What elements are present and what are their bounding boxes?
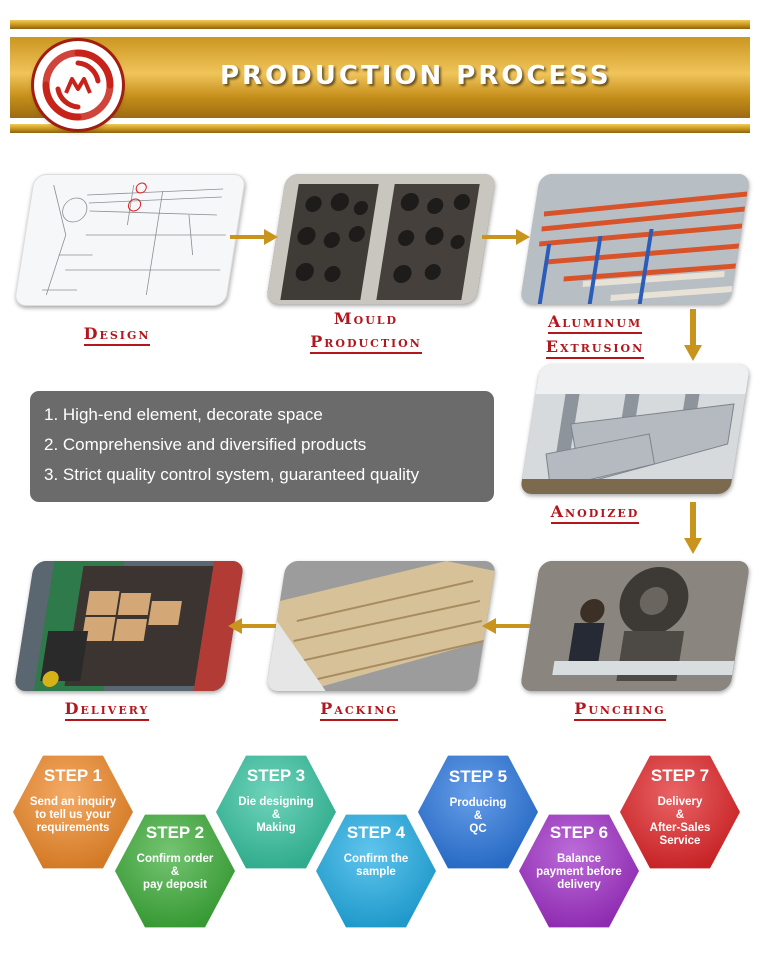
step-title: STEP 6: [549, 823, 609, 842]
step-description-line: Making: [256, 822, 296, 834]
moulds-rack-image: [265, 174, 497, 304]
punching-machine-image: [519, 561, 751, 691]
aluminum-extrusion-photo: [519, 174, 751, 304]
step-title: STEP 5: [448, 767, 508, 786]
page-title: PRODUCTION PROCESS: [220, 61, 612, 91]
step-title: STEP 1: [43, 766, 103, 785]
feature-item: 3. Strict quality control system, guaran…: [44, 465, 420, 484]
step-title: STEP 3: [246, 766, 306, 785]
caption-punching: Punching: [530, 696, 710, 721]
step-description-line: Die designing: [238, 796, 314, 808]
delivery-photo: [13, 561, 245, 691]
step-description-line: QC: [469, 823, 487, 835]
step-description-line: delivery: [557, 879, 601, 891]
step-description-line: After-Sales: [649, 822, 711, 834]
arrow-down-icon: [684, 309, 702, 361]
step-description: Die designing&Making: [228, 796, 324, 835]
company-logo: [34, 41, 122, 129]
step-title: STEP 2: [145, 823, 205, 842]
step-description-line: sample: [356, 866, 396, 878]
step-description-line: Delivery: [657, 796, 703, 808]
bottom-gold-bar: [10, 124, 750, 133]
punching-photo: [519, 561, 751, 691]
step-description-line: &: [170, 866, 180, 878]
step-description: Producing&QC: [430, 797, 526, 836]
step-description-line: &: [675, 809, 685, 821]
step-2-hexagon: STEP 2 Confirm order&pay deposit: [115, 814, 235, 928]
arrow-left-icon: [482, 618, 530, 634]
step-description-line: Service: [659, 835, 701, 847]
step-description-line: payment before: [536, 866, 622, 878]
caption-delivery: Delivery: [24, 696, 190, 721]
packing-photo: [265, 561, 497, 691]
step-description-line: Balance: [556, 853, 602, 865]
arrow-right-icon: [482, 229, 530, 245]
step-title: STEP 7: [650, 766, 710, 785]
anodized-photo: [519, 364, 751, 494]
mould-production-photo: [265, 174, 497, 304]
technical-drawing-image: [42, 182, 226, 296]
step-description-line: &: [271, 809, 281, 821]
caption-mould-production: Mould Production: [276, 309, 456, 354]
step-description-line: &: [473, 810, 483, 822]
arrow-right-icon: [230, 229, 278, 245]
step-description-line: to tell us your: [35, 809, 111, 821]
caption-aluminum-extrusion: Aluminum Extrusion: [530, 309, 660, 359]
features-panel: 1. High-end element, decorate space 2. C…: [30, 391, 494, 502]
top-gold-bar: [10, 20, 750, 29]
step-description: Confirm order&pay deposit: [127, 853, 223, 892]
step-description-line: Confirm the: [343, 853, 409, 865]
arrow-down-icon: [684, 502, 702, 554]
extrusion-line-image: [519, 174, 751, 304]
arrow-left-icon: [228, 618, 276, 634]
step-title: STEP 4: [346, 823, 406, 842]
step-description-line: Send an inquiry: [29, 796, 117, 808]
packed-profiles-image: [265, 561, 497, 691]
anodizing-workshop-image: [519, 364, 751, 494]
design-photo: [13, 174, 247, 306]
step-description-line: Producing: [449, 797, 507, 809]
step-5-hexagon: STEP 5 Producing&QC: [418, 755, 538, 869]
feature-item: 2. Comprehensive and diversified product…: [44, 435, 367, 454]
caption-packing: Packing: [276, 696, 442, 721]
header-banner: PRODUCTION PROCESS: [10, 37, 750, 118]
step-description-line: pay deposit: [143, 879, 207, 891]
feature-item: 1. High-end element, decorate space: [44, 405, 323, 424]
caption-design: Design: [24, 321, 210, 346]
step-description-line: Confirm order: [136, 853, 214, 865]
container-loading-image: [13, 561, 245, 691]
caption-anodized: Anodized: [530, 499, 660, 524]
step-3-hexagon: STEP 3 Die designing&Making: [216, 755, 336, 869]
step-description-line: requirements: [36, 822, 110, 834]
